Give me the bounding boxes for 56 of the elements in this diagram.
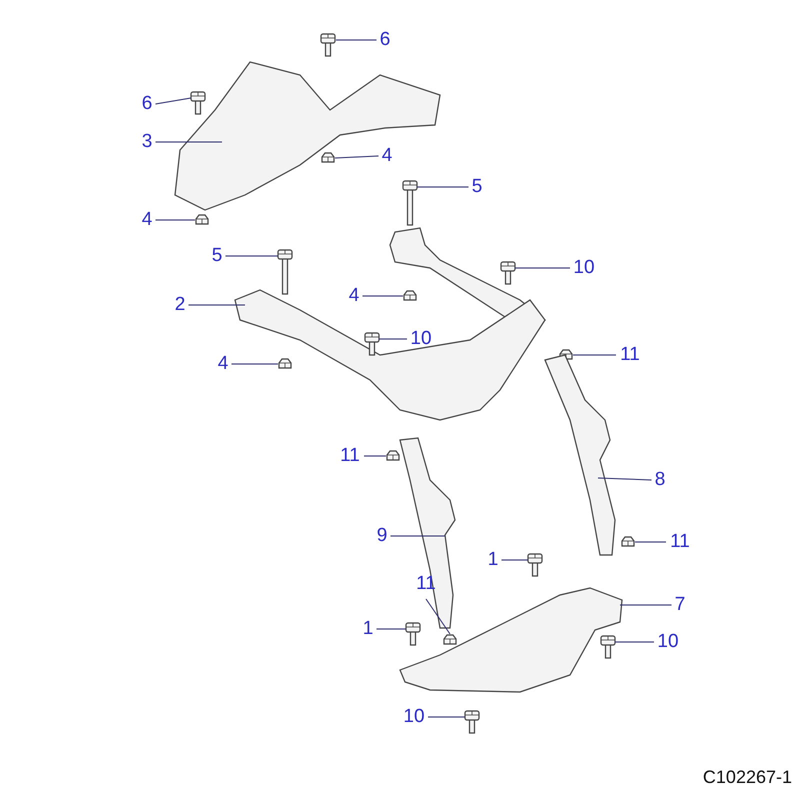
callout-number: 6: [138, 93, 156, 115]
bolt-drawing: [277, 249, 293, 295]
callout-number: 6: [376, 29, 394, 51]
leader-line: [426, 598, 450, 634]
leader-line: [572, 354, 616, 356]
callout-number: 11: [666, 531, 694, 553]
callout-number: 9: [374, 525, 390, 547]
crossmember-drawing: [234, 227, 546, 421]
callout-number: 7: [672, 594, 688, 616]
nut-drawing: [278, 358, 292, 369]
callout-number: 10: [407, 328, 435, 350]
callout-number: 3: [138, 131, 156, 153]
leader-line: [598, 478, 652, 480]
callout-number: 5: [468, 176, 486, 198]
bolt-drawing: [464, 710, 480, 734]
leader-line: [416, 186, 469, 188]
callout-number: 2: [172, 294, 188, 316]
callout-number: 5: [208, 245, 226, 267]
bolt-drawing: [600, 635, 616, 659]
leader-line: [188, 304, 246, 306]
diagram-code: C102267-1: [702, 767, 792, 788]
bolt-drawing: [405, 622, 421, 646]
leader-line: [378, 338, 408, 340]
nut-drawing: [403, 290, 417, 301]
callout-number: 4: [214, 353, 232, 375]
callout-number: 1: [484, 549, 502, 571]
callout-number: 1: [360, 618, 376, 640]
callout-number: 10: [570, 257, 598, 279]
nut-drawing: [443, 634, 457, 645]
nut-drawing: [386, 450, 400, 461]
bolt-drawing: [364, 332, 380, 356]
nut-drawing: [321, 152, 335, 163]
nut-drawing: [195, 214, 209, 225]
bolt-drawing: [402, 180, 418, 226]
callout-number: 10: [400, 706, 428, 728]
callout-number: 4: [346, 285, 362, 307]
rail-drawing: [399, 437, 456, 629]
bolt-drawing: [500, 261, 516, 285]
callout-number: 11: [336, 445, 364, 467]
leader-line: [376, 628, 406, 630]
nut-drawing: [621, 536, 635, 547]
callout-number: 10: [654, 631, 682, 653]
bolt-drawing: [320, 33, 336, 57]
skid-plate-drawing: [399, 587, 623, 693]
leader-line: [428, 716, 466, 718]
bolt-drawing: [527, 553, 543, 577]
callout-number: 11: [616, 344, 644, 366]
bolt-drawing: [190, 91, 206, 115]
callout-number: 8: [652, 469, 668, 491]
leader-line: [334, 156, 379, 158]
bracket-drawing: [174, 61, 441, 211]
callout-number: 4: [138, 209, 156, 231]
rail-drawing: [544, 354, 616, 556]
callout-number: 4: [378, 145, 396, 167]
leader-line: [620, 604, 672, 606]
leader-line: [155, 98, 192, 104]
